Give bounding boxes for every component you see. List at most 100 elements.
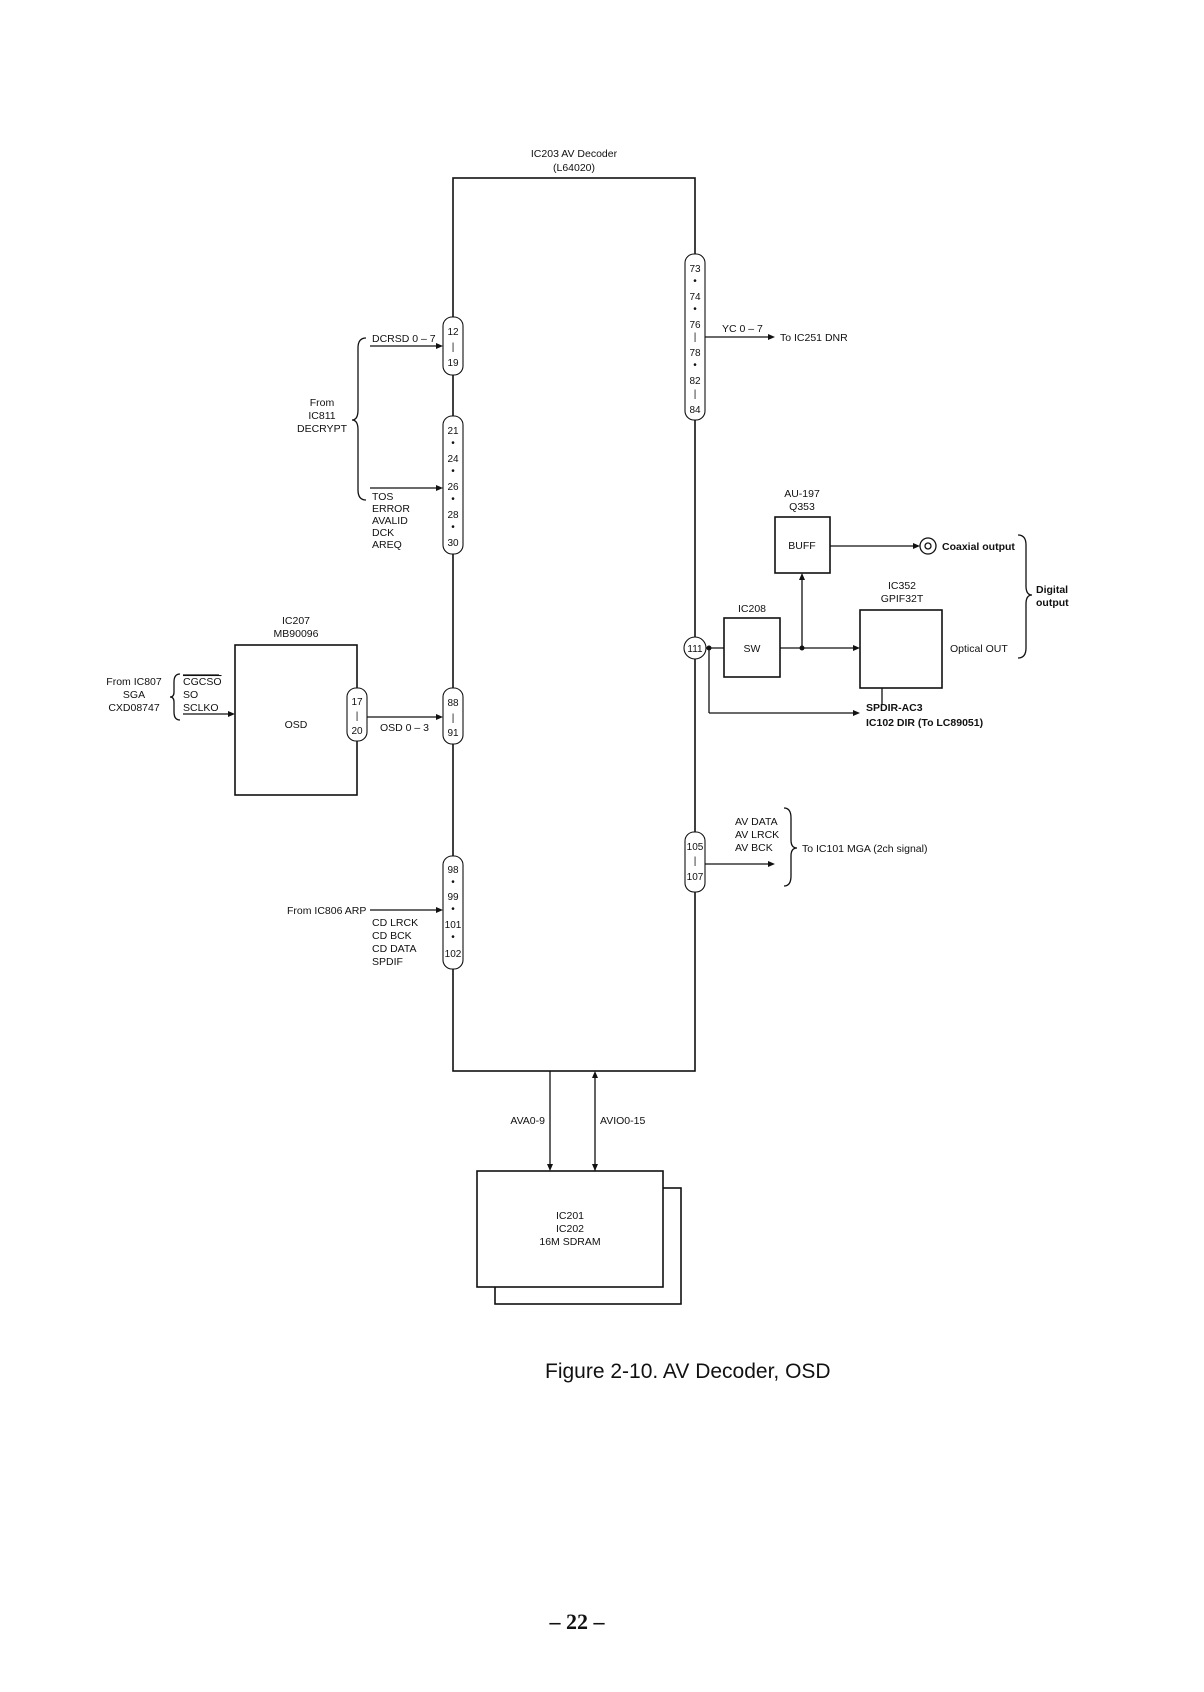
signal-name: AV LRCK <box>735 829 779 841</box>
pin-label: 28 <box>447 510 459 521</box>
page-number: – 22 – <box>549 1609 606 1634</box>
pin-label: 30 <box>447 538 459 549</box>
arrow-head <box>853 710 860 716</box>
ic102-label: IC102 DIR (To LC89051) <box>866 717 983 729</box>
pin-label: 24 <box>447 454 459 465</box>
coaxial-connector-icon <box>919 537 937 555</box>
arrow-head <box>228 711 235 717</box>
arrow-head <box>436 485 443 491</box>
pin-label: 21 <box>447 426 459 437</box>
ic352-part: GPIF32T <box>881 593 924 605</box>
to-mga-label: To IC101 MGA (2ch signal) <box>802 843 927 855</box>
pin-label: • <box>451 494 455 505</box>
pin-label: 98 <box>447 865 459 876</box>
digital-output-label: Digital <box>1036 584 1068 596</box>
coaxial-output-label: Coaxial output <box>942 541 1015 553</box>
coaxial-connector-icon <box>924 542 932 550</box>
pin-label: | <box>694 856 697 867</box>
pin-label: 73 <box>689 264 701 275</box>
from-ic807-label: From IC807 <box>106 676 162 688</box>
to-dnr-label: To IC251 DNR <box>780 332 848 344</box>
osd-label: OSD <box>285 719 308 731</box>
osd-part: MB90096 <box>274 628 319 640</box>
pin-label: 20 <box>351 726 363 737</box>
signal-name: AV DATA <box>735 816 778 828</box>
pin-label: 82 <box>689 376 701 387</box>
pin-label: 88 <box>447 698 459 709</box>
pin-label: | <box>694 389 697 400</box>
arrow-head <box>592 1071 598 1078</box>
pin-label: • <box>451 522 455 533</box>
osd-block <box>234 644 358 796</box>
signal-name: AV BCK <box>735 842 773 854</box>
pin-label: | <box>452 713 455 724</box>
ic811-brace <box>351 337 367 501</box>
pin-label: 105 <box>687 842 704 853</box>
osd-name: IC207 <box>282 615 310 627</box>
sw-label: SW <box>744 643 761 655</box>
pin-label: 91 <box>447 728 459 739</box>
yc-label: YC 0 – 7 <box>722 323 763 335</box>
pin-label: | <box>694 332 697 343</box>
pin-label: | <box>356 711 359 722</box>
pin-label: 101 <box>445 920 462 931</box>
signal-name: CGCSO <box>183 676 222 688</box>
pin-label: • <box>451 904 455 915</box>
arrow-head <box>547 1164 553 1171</box>
signal-name: ERROR <box>372 503 410 515</box>
arrow-head <box>592 1164 598 1171</box>
ic352-block <box>859 609 943 689</box>
av-decoder-name: IC203 AV Decoder <box>531 148 618 160</box>
pin-label: • <box>693 304 697 315</box>
ic807-brace <box>169 673 181 721</box>
arrow-head <box>768 334 775 340</box>
arrow-head <box>913 543 920 549</box>
pin-group-osd-chip <box>346 687 368 742</box>
av-decoder-block <box>452 177 696 1072</box>
buff-block <box>774 516 831 574</box>
from-ic806-label: From IC806 ARP <box>287 905 366 917</box>
pin-label: 12 <box>447 327 459 338</box>
pin-group-osd-in <box>442 687 464 745</box>
sw-block <box>723 617 781 678</box>
signal-name: CD LRCK <box>372 917 418 929</box>
sdram-label: IC202 <box>556 1223 584 1235</box>
dcrsd-label: DCRSD 0 – 7 <box>372 333 436 345</box>
digital-output-brace <box>1017 534 1033 659</box>
signal-name: AREQ <box>372 539 402 551</box>
pin-label: • <box>693 276 697 287</box>
sdram-block <box>476 1170 664 1288</box>
arrow-head <box>436 907 443 913</box>
digital-output-label: output <box>1036 597 1069 609</box>
osd-bus-label: OSD 0 – 3 <box>380 722 429 734</box>
arrow-head <box>768 861 775 867</box>
sdram-label: 16M SDRAM <box>539 1236 600 1248</box>
pin-label: • <box>693 360 697 371</box>
sdram-label: IC201 <box>556 1210 584 1222</box>
pin-label: • <box>451 466 455 477</box>
from-ic811-label: IC811 <box>308 410 335 422</box>
pin-label: | <box>452 342 455 353</box>
ava-label: AVA0-9 <box>510 1115 545 1127</box>
signal-name: TOS <box>372 491 393 503</box>
from-ic811-label: From <box>310 397 335 409</box>
from-ic811-label: DECRYPT <box>297 423 348 435</box>
arrow-head <box>853 645 860 651</box>
avio-label: AVIO0-15 <box>600 1115 645 1127</box>
from-ic807-label: SGA <box>123 689 145 701</box>
pin-group-av-out <box>684 831 706 893</box>
buff-label: BUFF <box>788 540 815 552</box>
buff-part: Q353 <box>789 501 815 513</box>
arrow-head <box>799 573 805 580</box>
pin-label: • <box>451 932 455 943</box>
pin-label: 17 <box>351 697 363 708</box>
arrow-head <box>436 714 443 720</box>
pin-group-ic811 <box>442 415 464 555</box>
pin-label: 76 <box>689 320 701 331</box>
signal-name: DCK <box>372 527 394 539</box>
sw-name: IC208 <box>738 603 766 615</box>
signal-name: SCLKO <box>183 702 219 714</box>
av-brace <box>783 807 798 887</box>
signal-name: SO <box>183 689 198 701</box>
